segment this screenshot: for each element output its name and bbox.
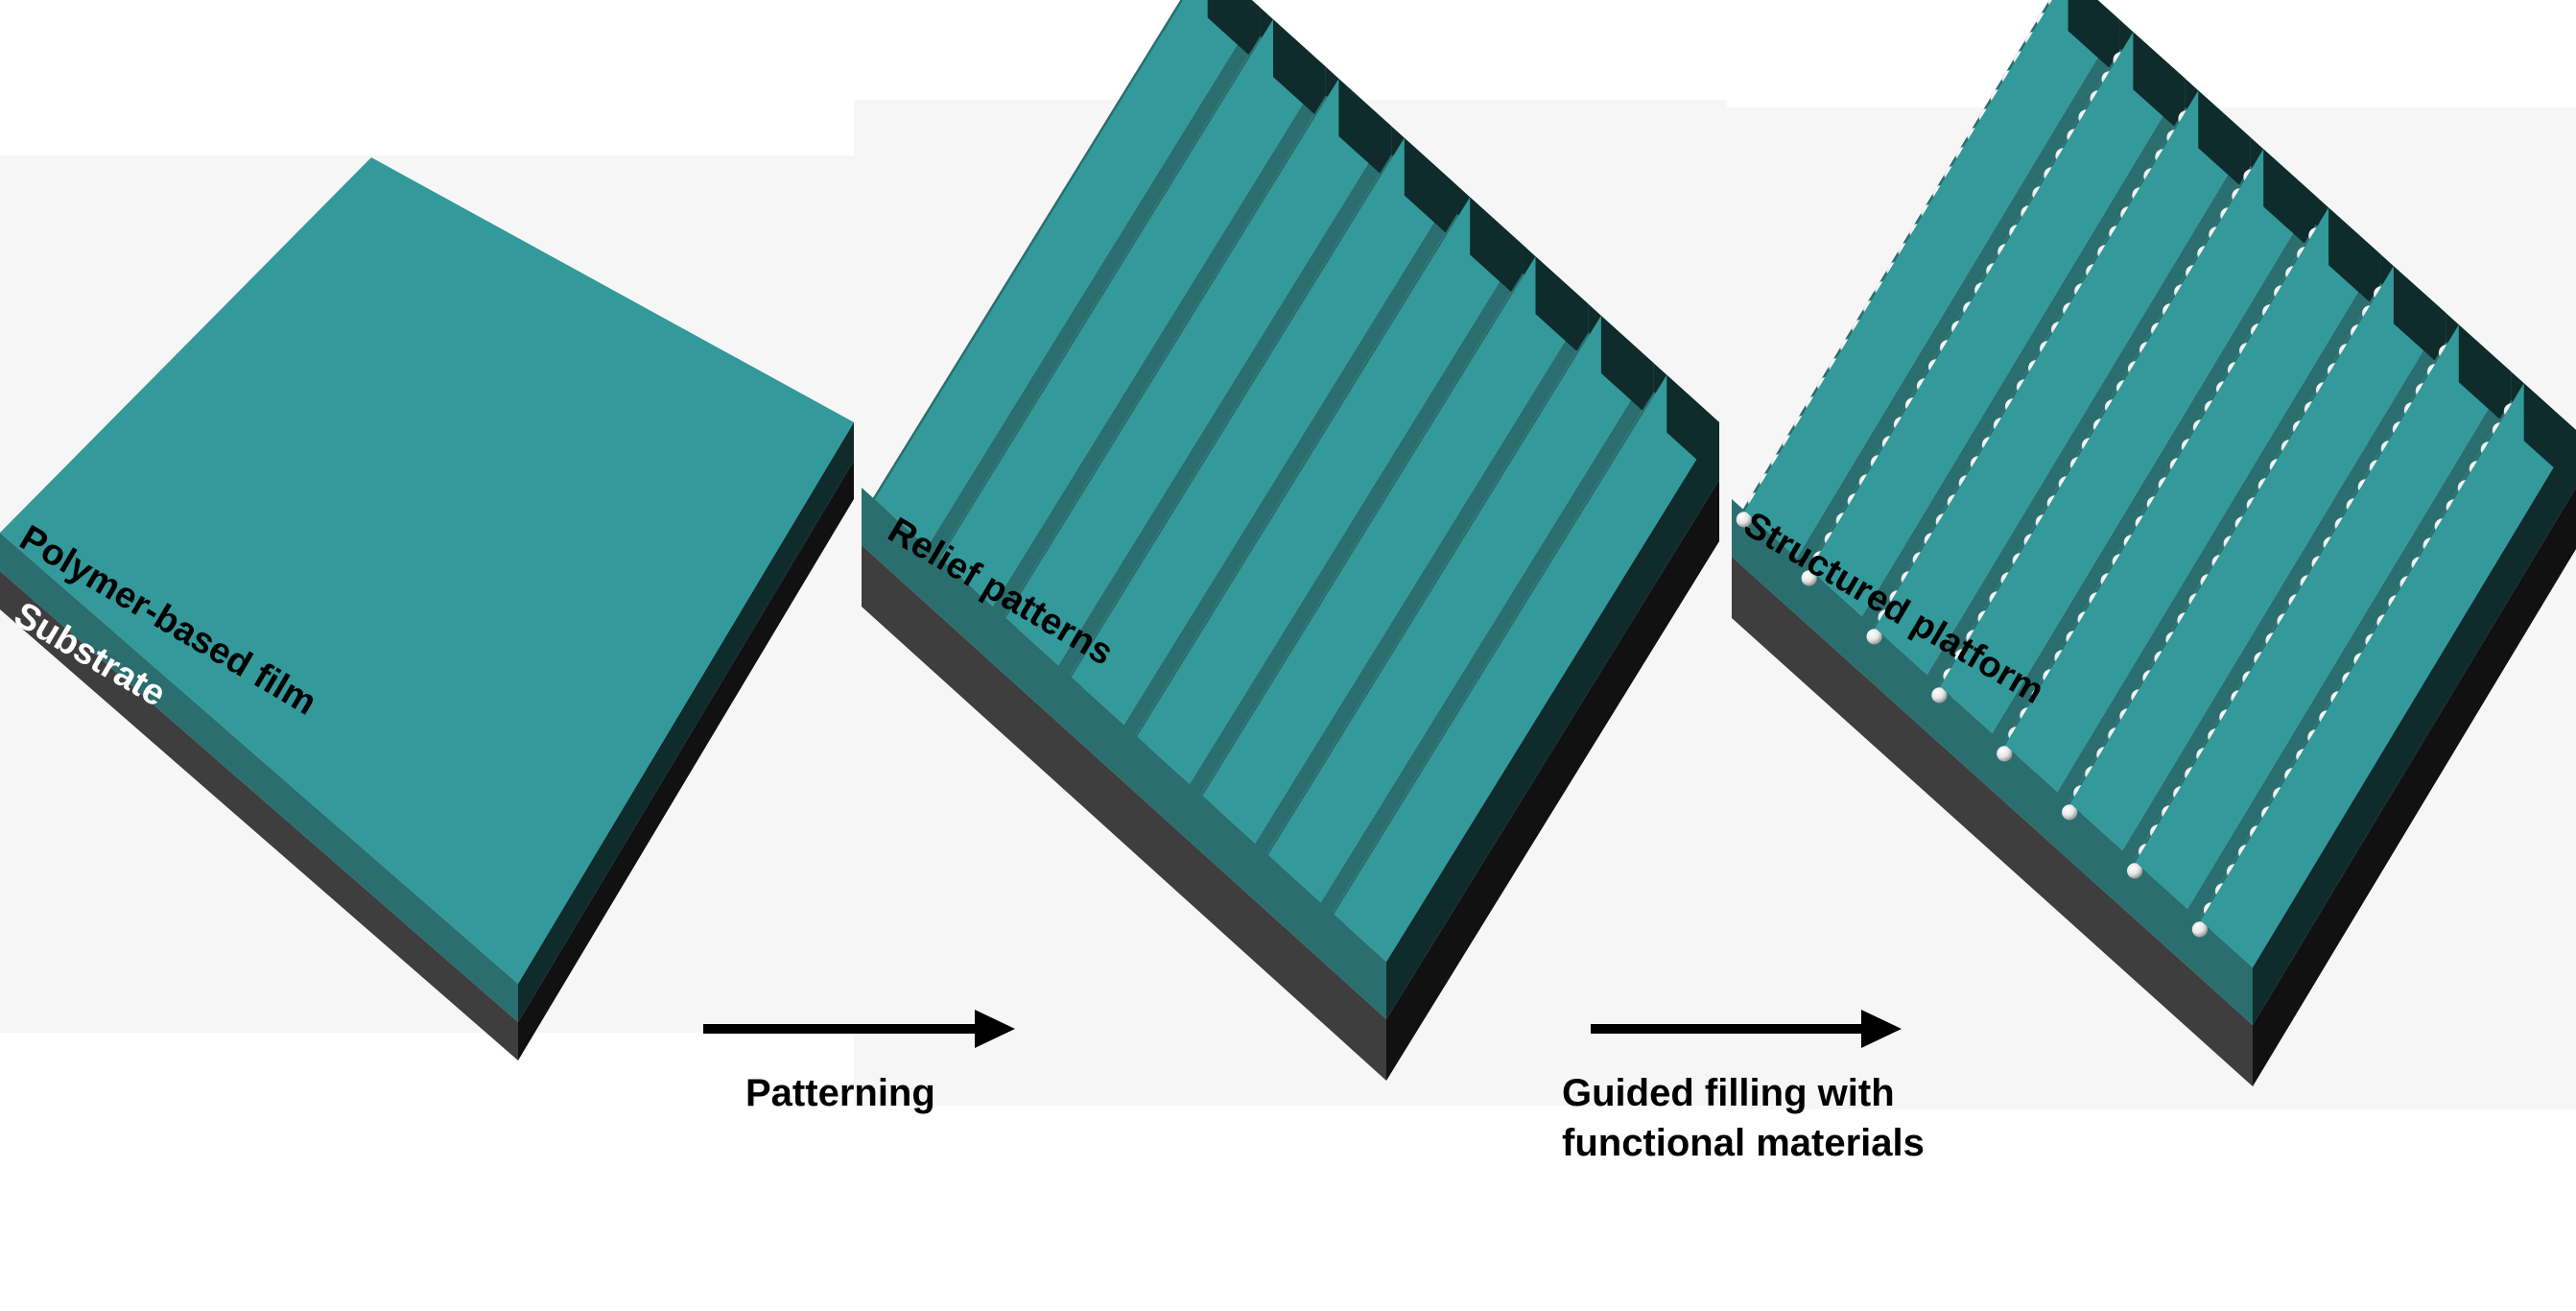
ridge-top xyxy=(1202,256,1589,844)
ridge-end xyxy=(2458,324,2512,429)
ridge-top xyxy=(1744,0,2120,558)
ridge-end xyxy=(1207,0,1261,65)
filling-caption-line-2: functional materials xyxy=(1562,1122,1925,1164)
patterning-caption: Patterning xyxy=(745,1072,935,1114)
ridge-top xyxy=(1005,78,1392,666)
ridge-top xyxy=(2005,207,2381,792)
ridge-end xyxy=(1404,137,1457,243)
ridge-top xyxy=(1809,32,2186,616)
ridge-top xyxy=(874,0,1261,547)
film-side-right xyxy=(1386,422,1719,1019)
ridge-top xyxy=(2200,383,2576,967)
ridge-front-wall xyxy=(1992,196,2316,762)
ridge-top xyxy=(1137,197,1523,784)
ridge-front-wall xyxy=(1320,363,1654,932)
ridge-front-wall xyxy=(1058,126,1392,695)
ridge-front-wall xyxy=(1861,79,2186,645)
substrate-side-right xyxy=(1386,480,1719,1081)
ridge-front-wall xyxy=(1123,185,1457,753)
film-side-left xyxy=(0,533,518,1022)
ridge-front-wall xyxy=(1796,20,2120,586)
panel-polymer-film xyxy=(0,157,854,1061)
ridge-front-wall xyxy=(1189,244,1523,813)
ridge-end xyxy=(2263,149,2316,253)
ridge-top xyxy=(1940,149,2316,733)
ridge-top xyxy=(940,19,1326,607)
ridge-end xyxy=(1273,19,1326,125)
ridge-top xyxy=(2069,266,2446,850)
ridge-top xyxy=(1875,90,2251,675)
ridge-top xyxy=(1071,137,1457,726)
functional-sphere xyxy=(2191,921,2208,938)
film-top-face xyxy=(0,157,854,984)
ridge-top xyxy=(1267,315,1654,903)
filling-arrow xyxy=(1591,1010,1902,1048)
panel-structured-platform xyxy=(1732,0,2576,1086)
functional-sphere xyxy=(2127,863,2143,879)
substrate-side-right xyxy=(2253,488,2576,1086)
functional-sphere xyxy=(1801,570,1817,586)
ridge-front-wall xyxy=(992,66,1326,635)
film-side-right xyxy=(2253,430,2576,1025)
functional-sphere xyxy=(1997,746,2013,762)
ridge-end xyxy=(2523,383,2576,488)
panel-relief-patterns xyxy=(862,0,1719,1081)
patterning-arrow xyxy=(703,1010,1015,1048)
substrate-side-left xyxy=(0,571,518,1061)
functional-sphere xyxy=(2062,804,2078,821)
ridge-front-wall xyxy=(1926,137,2251,703)
ridge-end xyxy=(1338,78,1392,184)
ridge-top xyxy=(2135,324,2512,909)
ridge-end xyxy=(2133,32,2186,137)
ridge-front-wall xyxy=(2187,371,2512,938)
ridge-front-wall xyxy=(927,7,1261,576)
ridge-front-wall xyxy=(2057,254,2381,821)
ridge-end xyxy=(1535,256,1589,362)
ridge-end xyxy=(2393,266,2446,370)
film-side-right xyxy=(518,422,854,1022)
ridge-end xyxy=(2068,0,2120,78)
ridge-end xyxy=(2198,90,2251,195)
substrate-side-left xyxy=(1732,557,2253,1086)
ridge-end xyxy=(1600,315,1654,421)
ridge-end xyxy=(1666,374,1719,480)
functional-sphere xyxy=(1866,629,1882,645)
ridge-front-wall xyxy=(1255,303,1589,872)
substrate-side-left xyxy=(862,545,1386,1081)
functional-sphere xyxy=(1931,687,1948,703)
substrate-side-right xyxy=(518,461,854,1061)
ridge-front-wall xyxy=(2122,313,2446,879)
filling-caption-line-1: Guided filling with xyxy=(1562,1072,1895,1114)
ridge-top xyxy=(1334,374,1719,963)
ridge-end xyxy=(1470,197,1523,302)
functional-sphere xyxy=(1736,512,1752,528)
ridge-end xyxy=(2328,207,2381,312)
